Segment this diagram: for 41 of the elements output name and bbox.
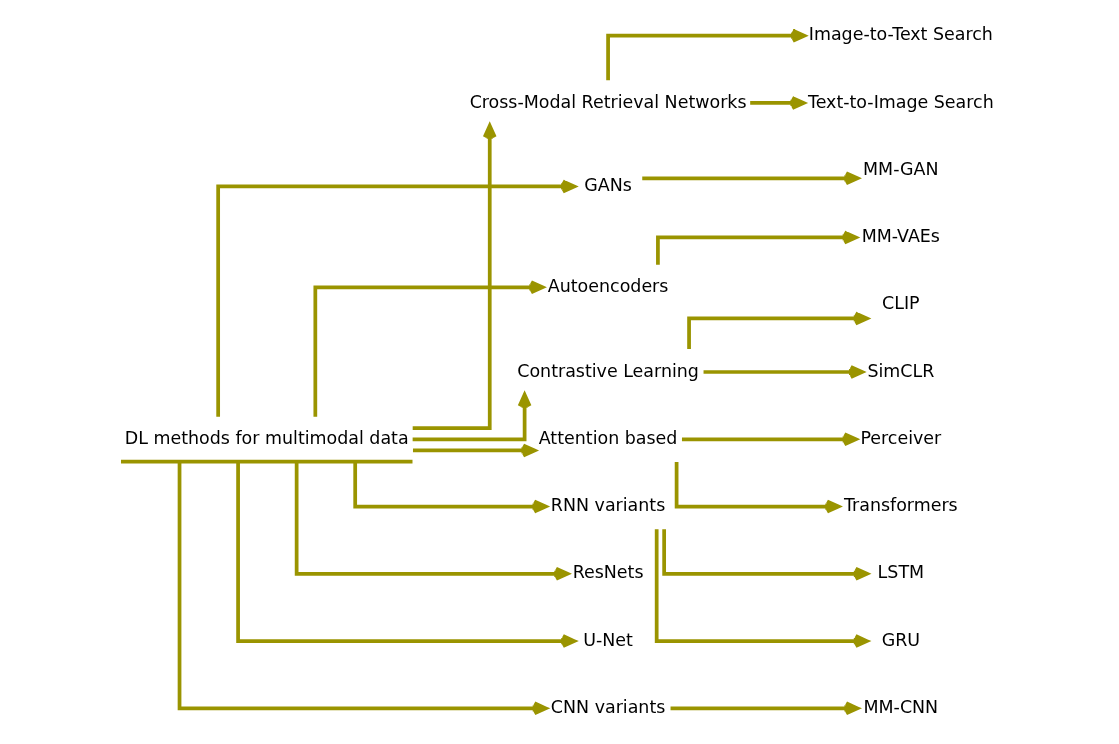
node-text: MM-CNN bbox=[863, 696, 939, 717]
arrow bbox=[674, 462, 841, 514]
node-text: Cross-Modal Retrieval Networks bbox=[469, 91, 747, 112]
node-text: Autoencoders bbox=[547, 275, 669, 296]
node-text: MM-GAN bbox=[863, 158, 939, 179]
node-text: U-Net bbox=[583, 629, 633, 650]
arrow bbox=[662, 529, 869, 581]
arrow bbox=[313, 280, 545, 417]
arrow bbox=[412, 392, 532, 442]
node-text: SimCLR bbox=[867, 360, 935, 381]
arrow bbox=[750, 96, 806, 110]
arrow bbox=[606, 28, 807, 81]
arrow bbox=[654, 529, 869, 648]
node-text: RNN variants bbox=[550, 495, 666, 516]
node-text: Transformers bbox=[843, 495, 958, 516]
arrow bbox=[177, 461, 548, 716]
node-text: Text-to-Image Search bbox=[807, 91, 994, 112]
node-text: Perceiver bbox=[860, 427, 942, 448]
node-text: Contrastive Learning bbox=[517, 360, 699, 381]
node-text: CLIP bbox=[882, 293, 920, 314]
node-text: Image-to-Text Search bbox=[808, 24, 993, 45]
arrow bbox=[642, 171, 860, 186]
arrow bbox=[412, 123, 497, 430]
arrow bbox=[236, 462, 577, 648]
node-text: ResNets bbox=[572, 562, 644, 583]
arrow bbox=[216, 179, 577, 417]
arrow bbox=[413, 443, 537, 458]
node-text: GANs bbox=[584, 174, 632, 195]
arrow bbox=[294, 462, 570, 581]
node-text: Attention based bbox=[538, 427, 678, 448]
arrow bbox=[353, 462, 548, 514]
node-text: CNN variants bbox=[550, 696, 666, 717]
arrow bbox=[681, 432, 858, 447]
arrow bbox=[703, 365, 864, 379]
node-text: DL methods for multimodal data bbox=[124, 427, 409, 448]
node-text: GRU bbox=[881, 629, 921, 650]
arrow bbox=[656, 230, 858, 265]
arrow bbox=[687, 311, 869, 349]
node-text: MM-VAEs bbox=[861, 226, 940, 247]
node-text: LSTM bbox=[877, 562, 925, 583]
arrow bbox=[670, 701, 860, 716]
